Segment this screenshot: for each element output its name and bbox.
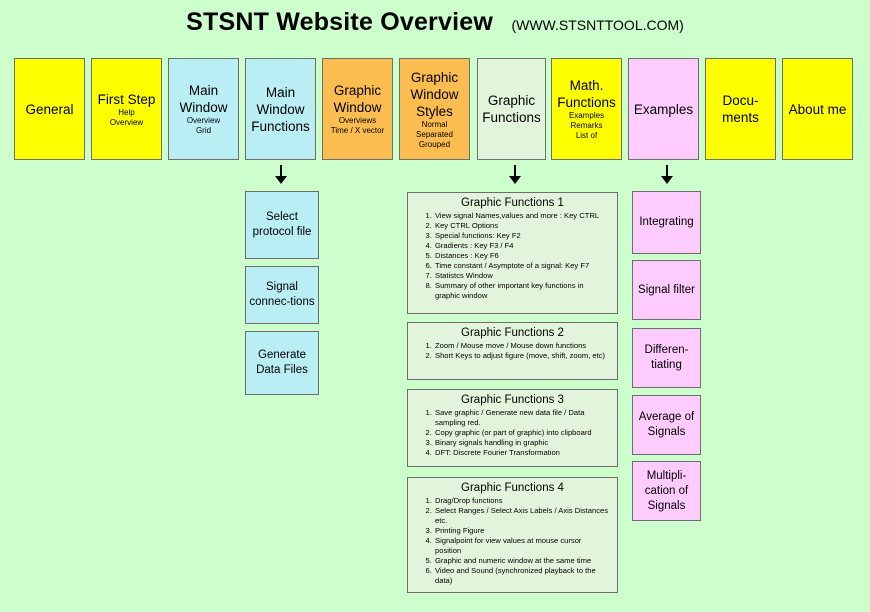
example-signal-filter[interactable]: Signal filter <box>632 260 701 320</box>
nav-label: Examples <box>633 101 694 117</box>
nav-label: Main Window Functions <box>251 84 310 134</box>
panel-item: DFT: Discrete Fourier Transformation <box>434 448 609 458</box>
mwf-label: Signal connec-tions <box>249 281 315 308</box>
nav-label: First Step <box>97 91 156 107</box>
mwf-label: Select protocol file <box>252 211 312 238</box>
panel-item: Copy graphic (or part of graphic) into c… <box>434 428 609 438</box>
panel-item: Binary signals handling in graphic <box>434 438 609 448</box>
panel-item: Signalpoint for view values at mouse cur… <box>434 536 609 556</box>
nav-sublabel: Overview <box>186 116 221 125</box>
panel-item: Select Ranges / Select Axis Labels / Axi… <box>434 506 609 526</box>
nav-label: Main Window <box>179 83 228 115</box>
panel-item: Gradients : Key F3 / F4 <box>434 241 609 251</box>
panel-item: View signal Names,values and more : Key … <box>434 211 609 221</box>
page-title: STSNT Website Overview <box>186 8 493 36</box>
nav-button-docu-ments[interactable]: Docu-ments <box>705 58 776 160</box>
panel-item: Zoom / Mouse move / Mouse down functions <box>434 341 609 351</box>
nav-button-main-window-functions[interactable]: Main Window Functions <box>245 58 316 160</box>
nav-button-graphic-functions[interactable]: Graphic Functions <box>477 58 546 160</box>
nav-label: Graphic Window <box>333 83 382 115</box>
graphic-functions-2-panel[interactable]: Graphic Functions 2 Zoom / Mouse move / … <box>407 322 618 380</box>
nav-label: Graphic Window Styles <box>410 69 459 119</box>
graphic-functions-1-panel[interactable]: Graphic Functions 1 View signal Names,va… <box>407 192 618 314</box>
nav-sublabel: Separated <box>416 129 453 139</box>
mwf-label: Generate Data Files <box>256 349 308 376</box>
panel-item: Time constant / Asymptote of a signal: K… <box>434 261 609 271</box>
panel-title: Graphic Functions 1 <box>461 197 564 209</box>
nav-sublabel: Grouped <box>418 139 451 149</box>
nav-sublabel: Remarks <box>570 121 603 130</box>
panel-item: Statistcs Window <box>434 271 609 281</box>
nav-sublabel: Grid <box>195 126 212 135</box>
graphic-functions-4-panel[interactable]: Graphic Functions 4 Drag/Drop functions … <box>407 477 618 593</box>
nav-sublabel: Normal <box>421 119 448 129</box>
panel-title: Graphic Functions 4 <box>461 482 564 494</box>
panel-item: Save graphic / Generate new data file / … <box>434 408 609 428</box>
nav-label: Math. Functions <box>557 78 616 110</box>
example-label: Integrating <box>639 216 694 228</box>
panel-item: Printing Figure <box>434 526 609 536</box>
nav-button-examples[interactable]: Examples <box>628 58 699 160</box>
panel-item: Graphic and numeric window at the same t… <box>434 556 609 566</box>
nav-sublabel: Time / X vector <box>330 126 385 135</box>
page-title-row: STSNT Website Overview (WWW.STSNTTOOL.CO… <box>0 8 870 37</box>
panel-item: Special functions: Key F2 <box>434 231 609 241</box>
example-label: Multipli-cation of Signals <box>644 469 689 512</box>
example-label: Average of Signals <box>638 411 695 438</box>
nav-label: General <box>25 101 74 117</box>
example-multiplication-of-signals[interactable]: Multipli-cation of Signals <box>632 461 701 521</box>
panel-item: Summary of other important key functions… <box>434 281 609 301</box>
nav-sublabel: List of <box>575 131 598 140</box>
example-average-of-signals[interactable]: Average of Signals <box>632 395 701 455</box>
panel-item: Video and Sound (synchronized playback t… <box>434 566 609 586</box>
panel-item: Drag/Drop functions <box>434 496 609 506</box>
example-label: Differen-tiating <box>644 344 689 371</box>
nav-sublabel: Overview <box>109 117 144 127</box>
panel-title: Graphic Functions 3 <box>461 394 564 406</box>
example-differentiating[interactable]: Differen-tiating <box>632 328 701 388</box>
nav-label: Graphic Functions <box>482 93 541 125</box>
mwf-signal-connections[interactable]: Signal connec-tions <box>245 266 319 324</box>
mwf-generate-data-files[interactable]: Generate Data Files <box>245 331 319 395</box>
mwf-select-protocol-file[interactable]: Select protocol file <box>245 191 319 259</box>
arrow-down-icon <box>509 165 521 184</box>
panel-title: Graphic Functions 2 <box>461 327 564 339</box>
example-integrating[interactable]: Integrating <box>632 191 701 254</box>
arrow-down-icon <box>661 165 673 184</box>
page-subtitle: (WWW.STSNTTOOL.COM) <box>511 17 684 33</box>
nav-button-general[interactable]: General <box>14 58 85 160</box>
graphic-functions-3-panel[interactable]: Graphic Functions 3 Save graphic / Gener… <box>407 389 618 467</box>
nav-label: About me <box>788 101 847 117</box>
panel-item: Distances : Key F6 <box>434 251 609 261</box>
nav-sublabel: Examples <box>568 111 605 120</box>
arrow-down-icon <box>275 165 287 184</box>
nav-label: Docu-ments <box>722 93 759 125</box>
nav-sublabel: Help <box>118 107 135 117</box>
panel-item: Key CTRL Options <box>434 221 609 231</box>
nav-sublabel: Overviews <box>338 116 377 125</box>
panel-item: Short Keys to adjust figure (move, shift… <box>434 351 609 361</box>
nav-button-about-me[interactable]: About me <box>782 58 853 160</box>
example-label: Signal filter <box>638 283 695 296</box>
